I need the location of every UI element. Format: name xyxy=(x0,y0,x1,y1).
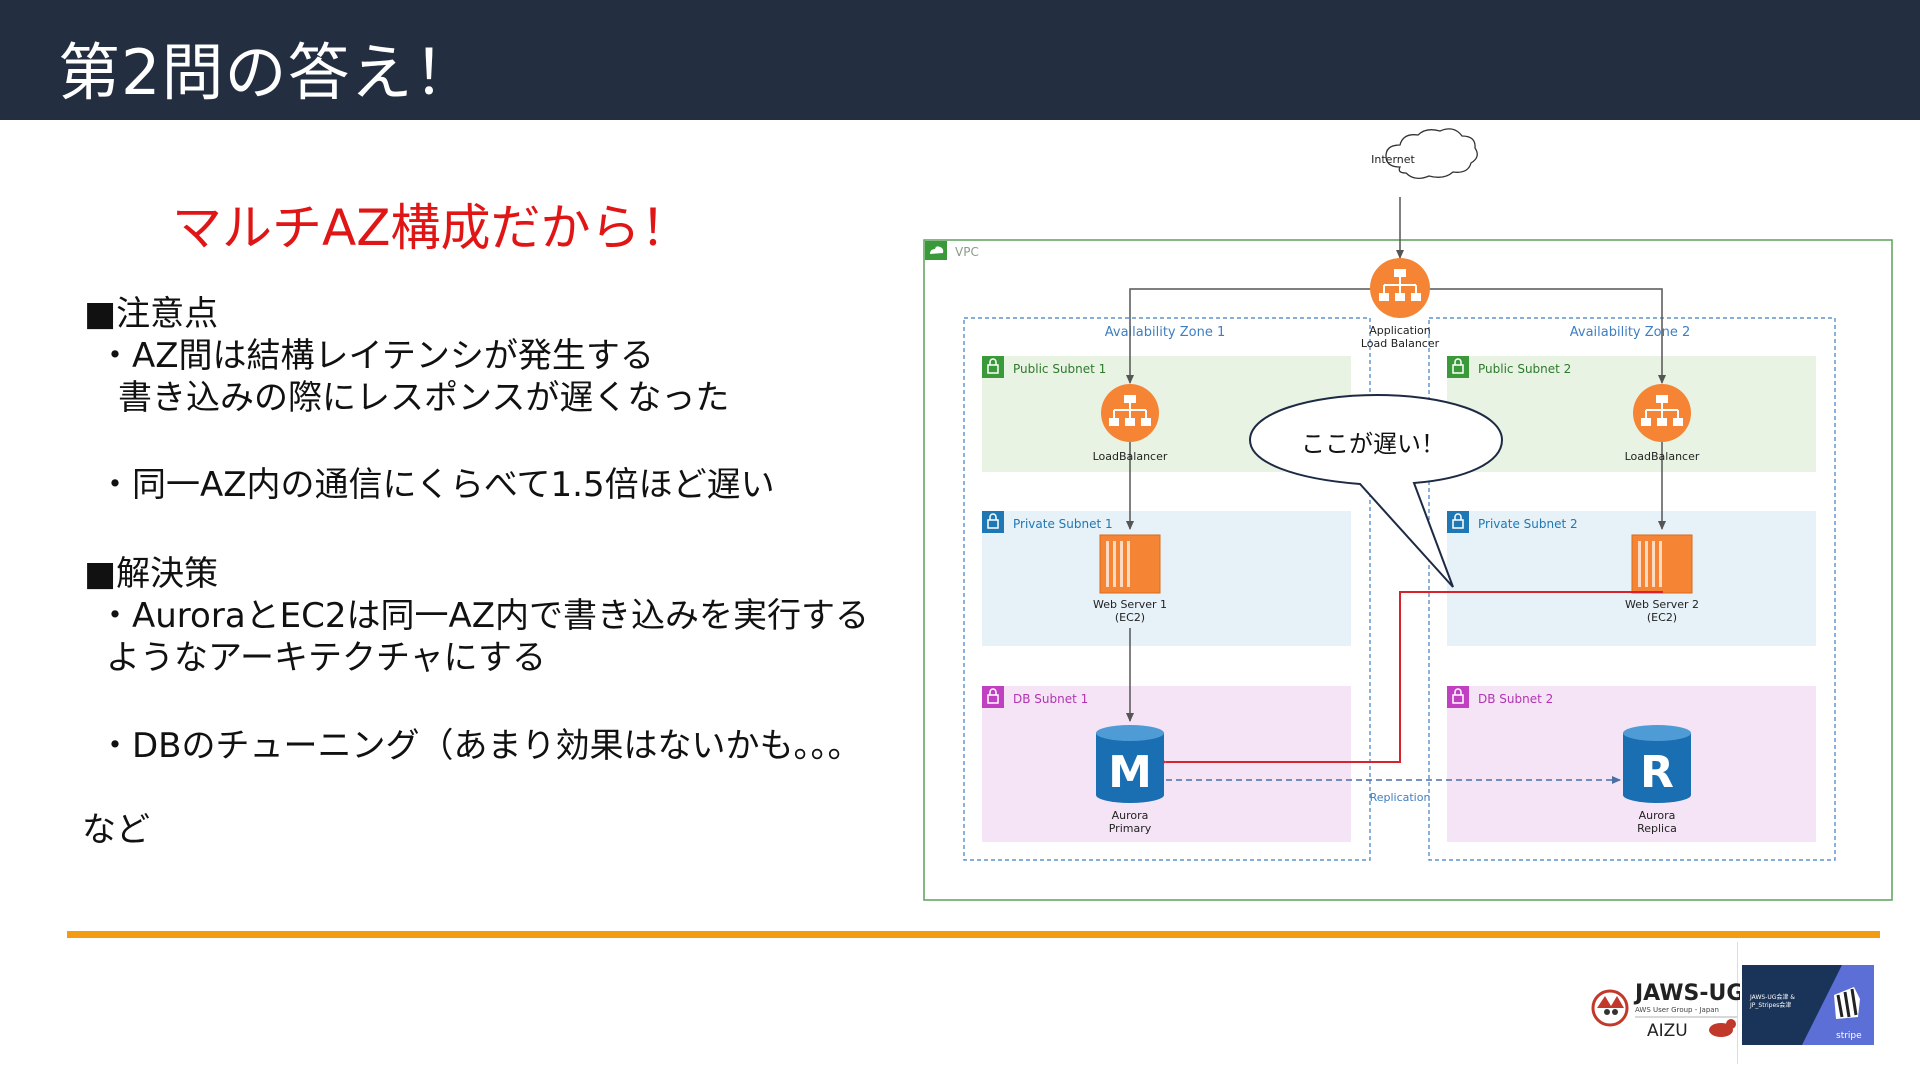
public-subnet-2-lock-icon xyxy=(1447,356,1469,378)
jaws-branch: AIZU xyxy=(1647,1021,1688,1040)
application-load-balancer-icon xyxy=(1370,258,1430,318)
etc-text: など xyxy=(82,810,150,850)
replica-label-line2: Replica xyxy=(1637,822,1677,835)
public-subnet-2-label: Public Subnet 2 xyxy=(1478,362,1571,376)
alb-label-line1: Application xyxy=(1369,324,1430,337)
web-server-2-ec2-icon xyxy=(1631,534,1693,594)
az2-box xyxy=(1428,317,1836,861)
vpc-cloud-icon xyxy=(925,241,947,260)
caution-heading: ■注意点 xyxy=(84,294,219,334)
mascot-icon xyxy=(1591,989,1629,1027)
replica-label-line1: Aurora xyxy=(1639,809,1676,822)
notes-panel: ■注意点 ・AZ間は結構レイテンシが発生する 書き込みの際にレスポンスが遅くなっ… xyxy=(0,0,900,900)
caution-line-2: 書き込みの際にレスポンスが遅くなった xyxy=(118,378,730,418)
db-subnet-1-label: DB Subnet 1 xyxy=(1013,692,1088,706)
alb-to-lb2-line xyxy=(1428,288,1666,384)
footer-accent-bar xyxy=(67,931,1880,938)
web2-label-line2: (EC2) xyxy=(1647,611,1677,624)
vpc-boundary xyxy=(923,239,1893,901)
jaws-sub: AWS User Group - Japan xyxy=(1635,1006,1719,1014)
alb-to-lb1-line xyxy=(1126,288,1372,384)
alb-label-line2: Load Balancer xyxy=(1361,337,1440,350)
caution-line-1: ・AZ間は結構レイテンシが発生する xyxy=(98,336,654,376)
public-subnet-1-label: Public Subnet 1 xyxy=(1013,362,1106,376)
internet-cloud-icon xyxy=(1385,128,1478,180)
solution-line-3: ・DBのチューニング（あまり効果はないかも。。。 xyxy=(98,726,862,766)
architecture-svg: VPC Availability Zone 1 Availability Zon… xyxy=(923,128,1893,901)
jp-stripes-aizu-logo: JAWS-UG会津 & JP_Stripes会津 stripe xyxy=(1742,965,1874,1045)
aurora-primary-db-icon xyxy=(1096,725,1164,803)
az1-label: Availability Zone 1 xyxy=(1105,325,1226,340)
jaws-title: JAWS-UG xyxy=(1633,981,1740,1006)
subtitle: マルチAZ構成だから！ xyxy=(172,199,691,257)
private-subnet-2-label: Private Subnet 2 xyxy=(1478,517,1578,531)
architecture-diagram: VPC Availability Zone 1 Availability Zon… xyxy=(920,125,1896,905)
load-balancer-1-icon xyxy=(1101,384,1159,442)
stripe-word: stripe xyxy=(1836,1031,1862,1041)
red-cow-icon xyxy=(1709,1019,1736,1037)
web-server-1-ec2-icon xyxy=(1099,534,1161,594)
internet-label: Internet xyxy=(1371,153,1415,166)
page-title: 第2問の答え！ xyxy=(58,36,477,109)
callout-text: ここが遅い！ xyxy=(1301,430,1445,458)
db-subnet-2-lock-icon xyxy=(1447,686,1469,708)
private-subnet-1-lock-icon xyxy=(982,511,1004,533)
replica-letter: R xyxy=(1640,747,1674,798)
aurora-replica-db-icon xyxy=(1623,725,1691,803)
az2-label: Availability Zone 2 xyxy=(1570,325,1691,340)
web2-label-line1: Web Server 2 xyxy=(1625,598,1699,611)
primary-letter: M xyxy=(1108,747,1152,798)
db-subnet-1-lock-icon xyxy=(982,686,1004,708)
stripe-line2: JP_Stripes会津 xyxy=(1749,1001,1791,1009)
solution-heading: ■解決策 xyxy=(84,554,219,594)
primary-label-line2: Primary xyxy=(1109,822,1152,835)
zebra-icon xyxy=(1834,987,1860,1019)
private-subnet-2-lock-icon xyxy=(1447,511,1469,533)
vpc-label: VPC xyxy=(955,245,979,259)
lb1-label: LoadBalancer xyxy=(1093,450,1168,463)
caution-line-3: ・同一AZ内の通信にくらべて1.5倍ほど遅い xyxy=(98,465,775,505)
header-bar: 第2問の答え！ xyxy=(0,0,1920,120)
lb2-label: LoadBalancer xyxy=(1625,450,1700,463)
replication-label: Replication xyxy=(1370,791,1431,804)
load-balancer-2-icon xyxy=(1633,384,1691,442)
web1-label-line2: (EC2) xyxy=(1115,611,1145,624)
web1-label-line1: Web Server 1 xyxy=(1093,598,1167,611)
private-subnet-1-label: Private Subnet 1 xyxy=(1013,517,1113,531)
solution-line-2: ようなアーキテクチャにする xyxy=(106,638,546,678)
public-subnet-2-box xyxy=(1447,356,1816,472)
jaws-ug-aizu-logo: JAWS-UG AWS User Group - Japan AIZU xyxy=(1585,970,1744,1041)
slow-callout-bubble xyxy=(1248,393,1504,588)
public-subnet-1-lock-icon xyxy=(982,356,1004,378)
footer-divider xyxy=(1737,942,1738,1064)
primary-label-line1: Aurora xyxy=(1112,809,1149,822)
stripe-line1: JAWS-UG会津 & xyxy=(1749,993,1795,1001)
az1-box xyxy=(963,317,1371,861)
db-subnet-2-label: DB Subnet 2 xyxy=(1478,692,1553,706)
solution-line-1: ・AuroraとEC2は同一AZ内で書き込みを実行する xyxy=(98,596,870,636)
private-subnet-1-box xyxy=(982,511,1351,646)
db-subnet-1-box xyxy=(982,686,1351,842)
cross-az-write-line xyxy=(1157,591,1663,767)
